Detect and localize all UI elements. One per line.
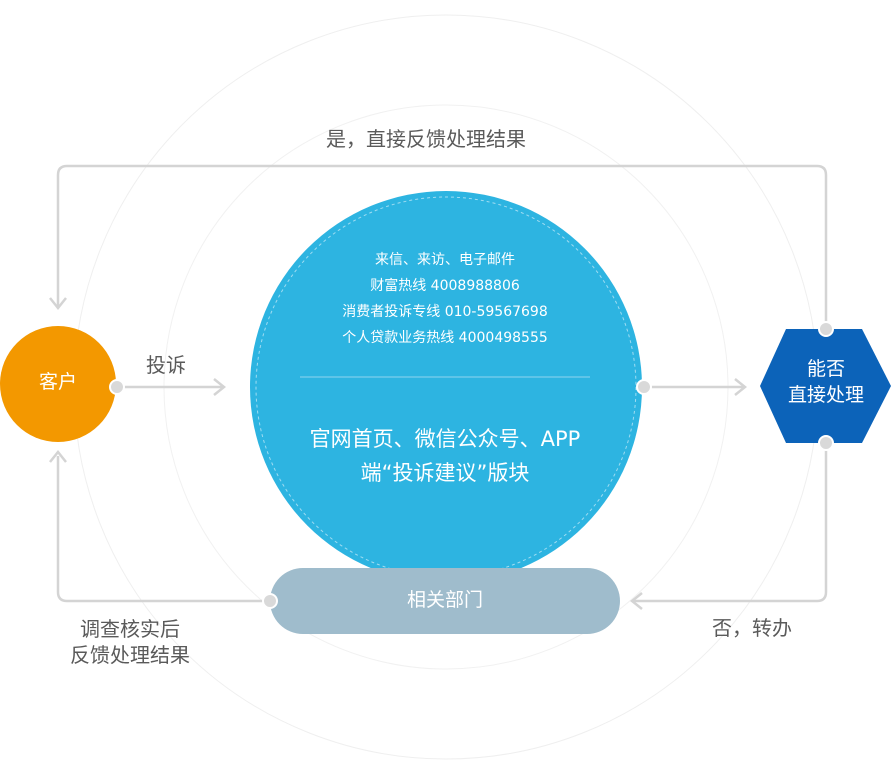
decision-hexagon (760, 329, 891, 443)
dot-center-right (636, 379, 652, 395)
dot-customer-right (109, 379, 125, 395)
arrow-left-to-department (629, 592, 643, 610)
dot-hexagon-bottom (818, 435, 834, 451)
platform-line-2: 端“投诉建议”版块 (360, 461, 530, 485)
decision-line-2: 直接处理 (787, 384, 864, 406)
dot-department-left (262, 593, 278, 609)
channel-line-loan-hotline: 个人贷款业务热线 4000498555 (342, 330, 548, 346)
top-feedback-label: 是，直接反馈处理结果 (326, 127, 526, 151)
connector-top-loop (56, 164, 828, 330)
channel-line-mail: 来信、来访、电子邮件 (375, 252, 515, 268)
customer-label: 客户 (38, 371, 77, 393)
arrow-down-to-customer (49, 297, 67, 311)
department-pill (270, 568, 620, 634)
arrow-right-to-center (213, 378, 227, 396)
platform-line-1: 官网首页、微信公众号、APP (309, 427, 581, 451)
customer-circle (0, 326, 116, 442)
arrow-right-to-hexagon (734, 378, 748, 396)
dot-hexagon-top (818, 321, 834, 337)
decision-line-1: 能否 (806, 358, 845, 380)
center-channels-circle (250, 191, 642, 583)
no-transfer-label: 否，转办 (712, 616, 792, 640)
channel-line-wealth-hotline: 财富热线 4008988806 (370, 278, 520, 294)
connector-department-to-customer (56, 456, 270, 603)
arrow-up-to-customer (49, 449, 67, 463)
department-label: 相关部门 (406, 589, 483, 611)
investigate-line-2: 反馈处理结果 (70, 643, 190, 667)
investigate-line-1: 调查核实后 (80, 617, 180, 641)
complaint-label: 投诉 (146, 353, 186, 377)
connector-hexagon-to-department (634, 444, 828, 603)
channel-line-consumer-hotline: 消费者投诉专线 010-59567698 (342, 304, 548, 320)
